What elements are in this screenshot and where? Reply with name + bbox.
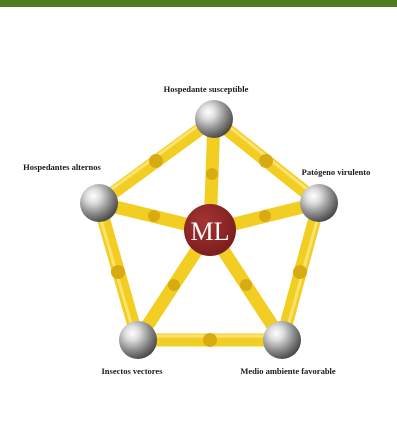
label-insectos-vectores: Insectos vectores <box>102 366 164 376</box>
center-label: ML <box>191 217 230 246</box>
node-ball-insectos-vectores <box>119 321 157 359</box>
label-hospedantes-alternos: Hospedantes alternos <box>23 162 101 172</box>
label-patogeno-virulento: Patógeno virulento <box>302 167 371 177</box>
node-ball-medio-ambiente-favorable <box>263 321 301 359</box>
label-hospedante-susceptible: Hospedante susceptible <box>164 84 249 94</box>
node-ball-hospedantes-alternos <box>80 184 118 222</box>
label-medio-ambiente-favorable: Medio ambiente favorable <box>240 366 336 376</box>
header-bar <box>0 0 397 7</box>
rod-joints <box>111 154 307 347</box>
node-ball-hospedante-susceptible <box>195 100 233 138</box>
node-ball-patogeno-virulento <box>300 184 338 222</box>
center-hub <box>184 204 236 256</box>
